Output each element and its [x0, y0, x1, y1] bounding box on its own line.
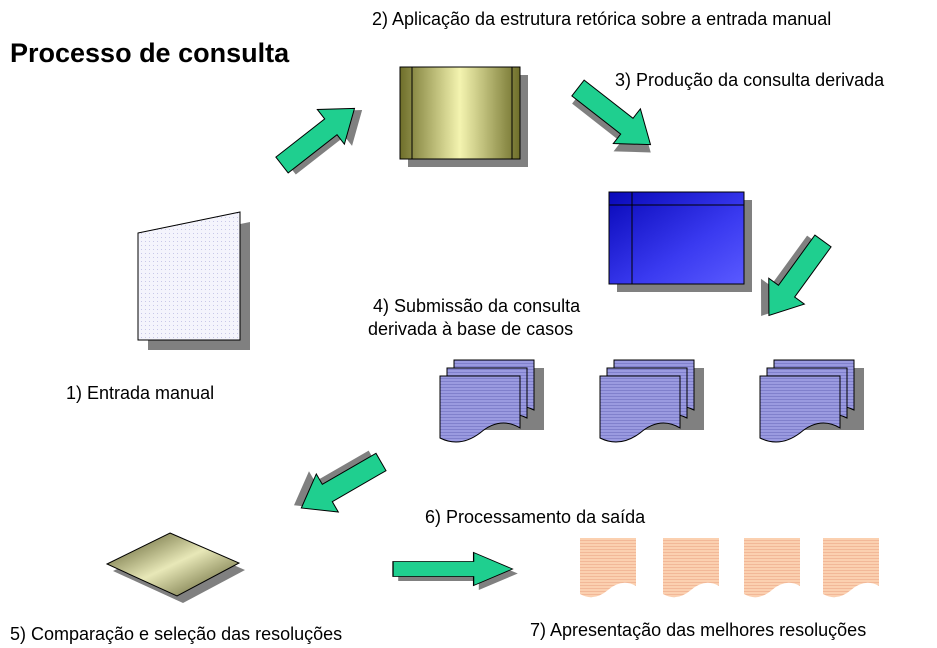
step-1-label: 1) Entrada manual — [66, 383, 215, 403]
case-documents-1 — [439, 359, 544, 443]
arrow-1-to-2 — [267, 90, 376, 184]
step-4-label-line2: derivada à base de casos — [368, 319, 574, 339]
step-6-label: 6) Processamento da saída — [425, 507, 646, 527]
step-7-label: 7) Apresentação das melhores resoluções — [530, 620, 867, 640]
output-document-1 — [580, 538, 636, 598]
step-4-label-line1: 4) Submissão da consulta — [373, 296, 581, 316]
case-documents-2 — [599, 359, 704, 443]
output-document-4 — [823, 538, 879, 598]
derived-query-box — [608, 191, 752, 292]
arrow-5-to-7 — [392, 551, 518, 590]
comparison-diamond — [105, 532, 245, 603]
manual-input-sheet — [137, 211, 250, 350]
step-5-label: 5) Comparação e seleção das resoluções — [10, 624, 343, 644]
case-documents-3 — [759, 359, 864, 443]
arrow-4-to-5 — [282, 440, 393, 528]
arrow-3-to-4 — [743, 227, 842, 329]
output-document-3 — [744, 538, 800, 598]
rhetorical-structure-box — [399, 66, 528, 167]
step-3-label: 3) Produção da consulta derivada — [615, 70, 885, 90]
step-2-label: 2) Aplicação da estrutura retórica sobre… — [372, 9, 832, 29]
output-document-2 — [663, 538, 719, 598]
page-title: Processo de consulta — [10, 38, 290, 68]
